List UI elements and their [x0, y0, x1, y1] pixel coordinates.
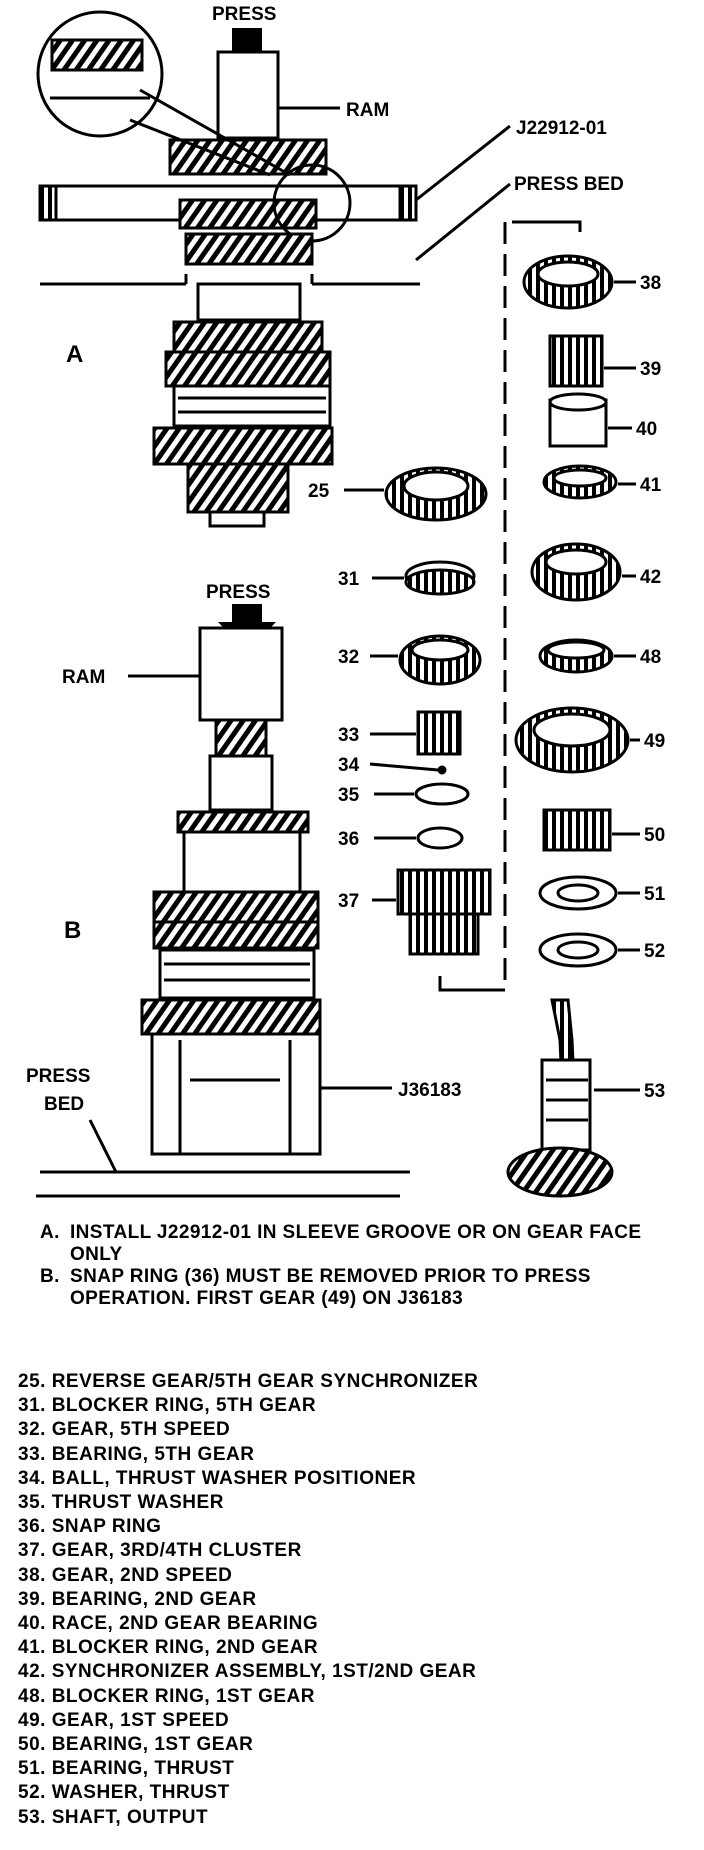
legend-item: 36. SNAP RING [18, 1516, 162, 1538]
view-b-letter: B [64, 917, 81, 944]
legend-item: 40. RACE, 2ND GEAR BEARING [18, 1613, 319, 1635]
legend-item: 35. THRUST WASHER [18, 1492, 224, 1514]
part-39 [548, 334, 604, 388]
callout-51: 51 [644, 884, 666, 905]
callout-33: 33 [338, 725, 359, 746]
note-a: A. INSTALL J22912-01 IN SLEEVE GROOVE OR… [40, 1222, 680, 1266]
callout-52: 52 [644, 941, 665, 962]
callout-35: 35 [338, 785, 360, 806]
note-key: B. [40, 1266, 60, 1287]
legend-item: 52. WASHER, THRUST [18, 1782, 230, 1804]
exploded-parts [344, 220, 640, 1198]
callout-36: 36 [338, 829, 359, 850]
note-text: SNAP RING (36) MUST BE REMOVED PRIOR TO … [70, 1266, 591, 1309]
callout-49: 49 [644, 731, 665, 752]
callout-50: 50 [644, 825, 665, 846]
callout-39: 39 [640, 359, 661, 380]
note-text: INSTALL J22912-01 IN SLEEVE GROOVE OR ON… [70, 1222, 642, 1265]
exploded-parts-diagram: PRESS RAM J22912-01 PRESS BED A PRESS RA… [26, 4, 666, 1198]
note-key: A. [40, 1222, 60, 1243]
part-34 [437, 765, 447, 775]
parts-legend: 25. REVERSE GEAR/5TH GEAR SYNCHRONIZER 3… [18, 1370, 698, 1830]
legend-item: 34. BALL, THRUST WASHER POSITIONER [18, 1467, 417, 1489]
legend-item: 42. SYNCHRONIZER ASSEMBLY, 1ST/2ND GEAR [18, 1661, 477, 1683]
part-50 [542, 808, 612, 852]
part-35 [414, 782, 470, 806]
note-b: B. SNAP RING (36) MUST BE REMOVED PRIOR … [40, 1266, 680, 1310]
legend-item: 25. REVERSE GEAR/5TH GEAR SYNCHRONIZER [18, 1371, 479, 1392]
detail-inset [36, 10, 164, 138]
view-a-tool-label: J22912-01 [516, 118, 607, 139]
legend-item: 41. BLOCKER RING, 2ND GEAR [18, 1637, 319, 1659]
callout-37: 37 [338, 891, 359, 912]
legend-item: 33. BEARING, 5TH GEAR [18, 1443, 255, 1465]
view-b-press-bed-line2: BED [44, 1094, 84, 1115]
callout-41: 41 [640, 475, 662, 496]
callout-32: 32 [338, 647, 359, 668]
callout-53: 53 [644, 1081, 665, 1102]
legend-item: 51. BEARING, THRUST [18, 1758, 235, 1780]
ram-b [198, 626, 284, 722]
legend-item: 31. BLOCKER RING, 5TH GEAR [18, 1395, 317, 1417]
part-33 [416, 710, 462, 756]
view-b-ram-label: RAM [62, 667, 105, 688]
view-a-ram-label: RAM [346, 100, 389, 121]
view-a-letter: A [66, 341, 83, 368]
legend-item: 32. GEAR, 5TH SPEED [18, 1419, 231, 1441]
callout-40: 40 [636, 419, 657, 440]
legend-item: 53. SHAFT, OUTPUT [18, 1806, 209, 1828]
legend-item: 50. BEARING, 1ST GEAR [18, 1734, 254, 1756]
legend-item: 39. BEARING, 2ND GEAR [18, 1588, 257, 1610]
callout-25: 25 [308, 481, 330, 502]
view-a-press-bed-label: PRESS BED [514, 174, 624, 195]
legend-item: 38. GEAR, 2ND SPEED [18, 1564, 233, 1586]
legend-item: 37. GEAR, 3RD/4TH CLUSTER [18, 1540, 302, 1562]
part-37 [396, 868, 492, 916]
view-a-press-assembly [36, 10, 511, 528]
view-a-press-label: PRESS [212, 4, 276, 25]
callout-42: 42 [640, 567, 661, 588]
part-36 [416, 826, 464, 850]
view-b-press-bed-line1: PRESS [26, 1066, 90, 1087]
callout-34: 34 [338, 755, 360, 776]
callout-48: 48 [640, 647, 661, 668]
callout-38: 38 [640, 273, 661, 294]
notes: A. INSTALL J22912-01 IN SLEEVE GROOVE OR… [40, 1222, 680, 1310]
tool-j36183 [150, 1032, 322, 1156]
legend-item: 48. BLOCKER RING, 1ST GEAR [18, 1685, 315, 1707]
callout-31: 31 [338, 569, 360, 590]
view-b-press-assembly [40, 604, 410, 1174]
view-b-tool-label: J36183 [398, 1080, 461, 1101]
view-b-press-label: PRESS [206, 582, 270, 603]
ram-a [216, 50, 280, 140]
legend-item: 49. GEAR, 1ST SPEED [18, 1709, 230, 1731]
